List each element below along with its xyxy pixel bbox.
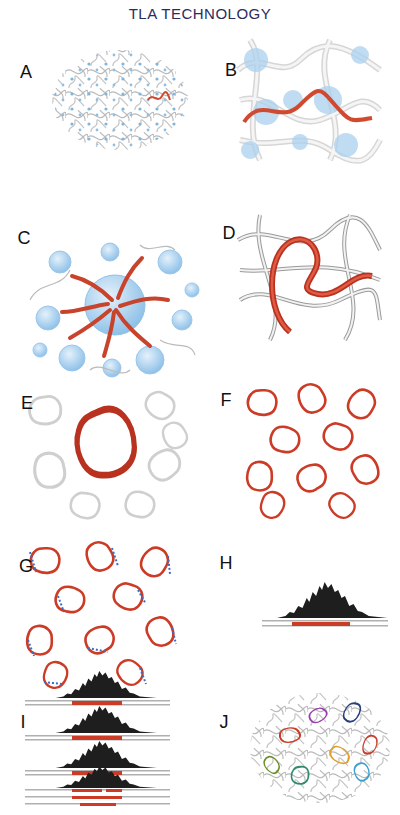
coverage-h xyxy=(260,582,388,627)
coverage-i xyxy=(25,671,170,806)
panel-letter: G xyxy=(19,556,33,577)
loop-e xyxy=(30,387,190,522)
panel-letter: C xyxy=(18,228,31,249)
diagram-title: TLA TECHNOLOGY xyxy=(129,5,272,22)
panel-letter: B xyxy=(225,60,237,81)
panel-letter: I xyxy=(20,712,25,733)
panel-letter: F xyxy=(221,390,232,411)
hub-c xyxy=(30,243,199,377)
panel-letter: H xyxy=(220,553,233,574)
nucleus-j xyxy=(250,693,390,803)
panel-letter: A xyxy=(20,62,32,83)
loop-d xyxy=(238,215,380,340)
panel-letter: D xyxy=(223,223,236,244)
loops-f xyxy=(245,381,382,523)
panel-letter: E xyxy=(21,393,33,414)
nucleus-a xyxy=(52,50,188,150)
zoom-b xyxy=(238,40,380,161)
loops-g xyxy=(25,539,177,692)
panel-letter: J xyxy=(220,712,229,733)
